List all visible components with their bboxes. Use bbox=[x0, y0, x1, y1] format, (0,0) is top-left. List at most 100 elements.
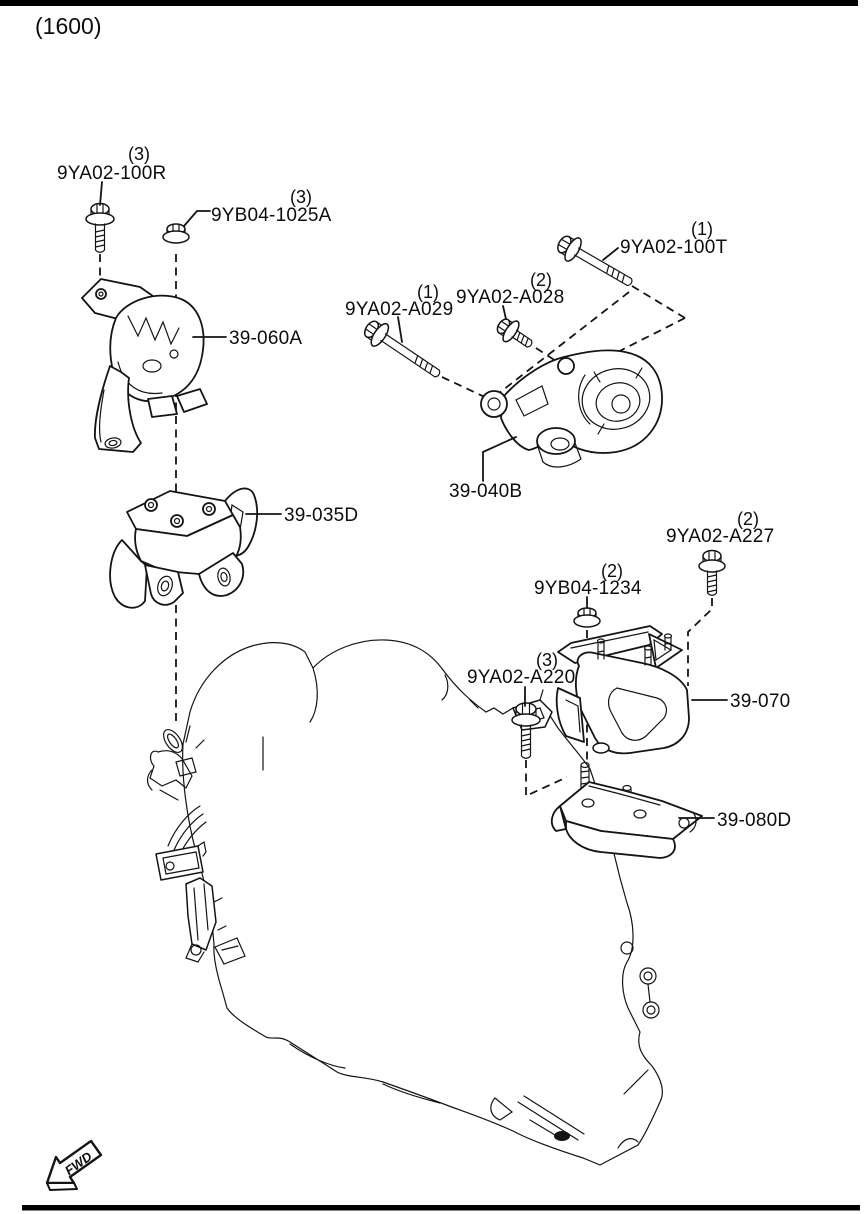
engine-boss-link bbox=[647, 983, 651, 1003]
040B-bush-spokes bbox=[578, 367, 643, 435]
leader-100R bbox=[99, 181, 103, 206]
engine-panel-line bbox=[309, 667, 318, 723]
cluster-box bbox=[155, 845, 204, 881]
cluster-bracket-details bbox=[146, 725, 205, 801]
070-left-block-lines bbox=[565, 699, 581, 733]
060A-mount-body bbox=[109, 294, 205, 402]
bolt-head-facets bbox=[702, 550, 722, 563]
bottom-rule-bar bbox=[22, 1205, 860, 1211]
bolt-flange bbox=[502, 320, 520, 343]
035D-left-lobe bbox=[109, 539, 148, 609]
engine-left-accessory-cluster bbox=[146, 725, 227, 963]
070-foot-hole bbox=[592, 742, 610, 754]
cluster-bracket-blob bbox=[149, 750, 193, 789]
035D-boss-2-hole bbox=[205, 505, 213, 513]
080D-left-foot bbox=[550, 805, 567, 832]
080D-edge-lines bbox=[588, 785, 697, 833]
engine-main-outline bbox=[182, 639, 663, 1166]
displacement-code: (1600) bbox=[35, 13, 101, 39]
080D-hole-2 bbox=[633, 809, 647, 819]
060A-casting-zigzag bbox=[127, 315, 180, 346]
cluster-lower-bracket bbox=[185, 877, 217, 951]
dash-A227 bbox=[687, 598, 713, 686]
dash-A029 bbox=[441, 376, 490, 400]
leader-1025A bbox=[183, 210, 211, 227]
engine-pipe-fitting bbox=[554, 1131, 570, 1141]
leader-A029 bbox=[397, 316, 403, 343]
cluster-lower-hole bbox=[190, 944, 202, 956]
060A-side-wing bbox=[176, 388, 208, 413]
qty-9YA02-A029: (1) bbox=[417, 282, 439, 302]
engine-boss-2-hole bbox=[643, 971, 653, 981]
035D-boss-2 bbox=[202, 502, 216, 516]
qty-9YA02-A220: (3) bbox=[536, 650, 558, 670]
label-9YB04-1234: 9YB04-1234 bbox=[534, 578, 642, 599]
070-stud-2 bbox=[644, 648, 652, 666]
qty-9YA02-100T: (1) bbox=[691, 219, 713, 239]
080D-hole-1 bbox=[581, 798, 595, 808]
060A-body-hole bbox=[169, 349, 179, 359]
040B-lower-bushing-side bbox=[536, 442, 582, 468]
080D-stud-1 bbox=[580, 765, 590, 791]
bolt-head-facets bbox=[557, 236, 575, 256]
label-9YB04-1025A: 9YB04-1025A bbox=[211, 205, 332, 226]
040B-bush-outer-ring bbox=[581, 368, 651, 430]
label-9YA02-A029: 9YA02-A029 bbox=[345, 299, 453, 320]
bolt-flange bbox=[370, 322, 390, 347]
060A-foot-hole-inner bbox=[108, 439, 118, 447]
070-left-block bbox=[555, 687, 585, 743]
part-39-070 bbox=[555, 625, 690, 755]
engine-boss-2 bbox=[639, 967, 657, 985]
035D-boss-3-hole bbox=[173, 517, 181, 525]
035D-boss-1-hole bbox=[147, 501, 155, 509]
label-39-035D: 39-035D bbox=[284, 505, 358, 526]
cluster-box-hole bbox=[165, 861, 175, 871]
engine-detail-marks bbox=[441, 674, 479, 709]
040B-small-eye-hole bbox=[487, 397, 501, 411]
080D-front-face bbox=[565, 820, 676, 859]
bolt-flange bbox=[511, 713, 541, 727]
engine-boss-1 bbox=[620, 941, 634, 955]
040B-body bbox=[500, 349, 663, 454]
040B-arm-window bbox=[515, 385, 549, 417]
engine-diagonal-detail bbox=[623, 1069, 649, 1095]
bolt-head bbox=[515, 702, 537, 716]
engine-pipe-lines bbox=[517, 1095, 585, 1141]
leader-040B bbox=[482, 436, 517, 482]
070-stud-1 bbox=[597, 641, 605, 660]
060A-leg-inner-line bbox=[98, 389, 105, 443]
040B-bush-mid-ring bbox=[595, 382, 641, 422]
label-9YA02-100R: 9YA02-100R bbox=[57, 163, 166, 184]
label-39-070: 39-070 bbox=[730, 691, 790, 712]
035D-right-flange-hole bbox=[217, 567, 231, 587]
040B-small-eye bbox=[480, 390, 508, 418]
040B-lower-bushing-hole bbox=[550, 437, 570, 451]
nut-flange bbox=[162, 230, 190, 244]
fastener-bolt-9YA02-100R bbox=[85, 202, 115, 253]
top-rule-bar bbox=[0, 0, 858, 6]
label-9YA02-A220: 9YA02-A220 bbox=[467, 667, 575, 688]
cluster-box-inner bbox=[162, 841, 207, 875]
bolt-shaft bbox=[380, 333, 441, 378]
bolt-shaft bbox=[706, 570, 718, 596]
070-stud-2-cap bbox=[643, 645, 653, 651]
bolt-head-facets bbox=[515, 702, 537, 717]
part-39-040B bbox=[480, 349, 663, 468]
fwd-arrow-thickness bbox=[46, 1182, 78, 1191]
bolt-head-facets bbox=[497, 319, 514, 337]
070-arm-inner-line bbox=[570, 631, 649, 649]
035D-right-flange-hole-inner bbox=[220, 571, 228, 583]
leader-100T bbox=[602, 247, 619, 261]
dash-100T-to-eye bbox=[493, 291, 630, 398]
fastener-nut-9YB04-1234 bbox=[573, 607, 601, 628]
bolt-head-facets bbox=[90, 203, 110, 216]
035D-left-flange bbox=[144, 564, 184, 606]
bolt-shaft bbox=[520, 724, 532, 759]
060A-bracket-hole bbox=[95, 288, 107, 300]
bolt-flange bbox=[564, 237, 582, 262]
bolt-shaft bbox=[573, 247, 633, 287]
040B-top-tab-hole bbox=[557, 357, 575, 375]
label-39-040B: 39-040B bbox=[449, 481, 522, 502]
